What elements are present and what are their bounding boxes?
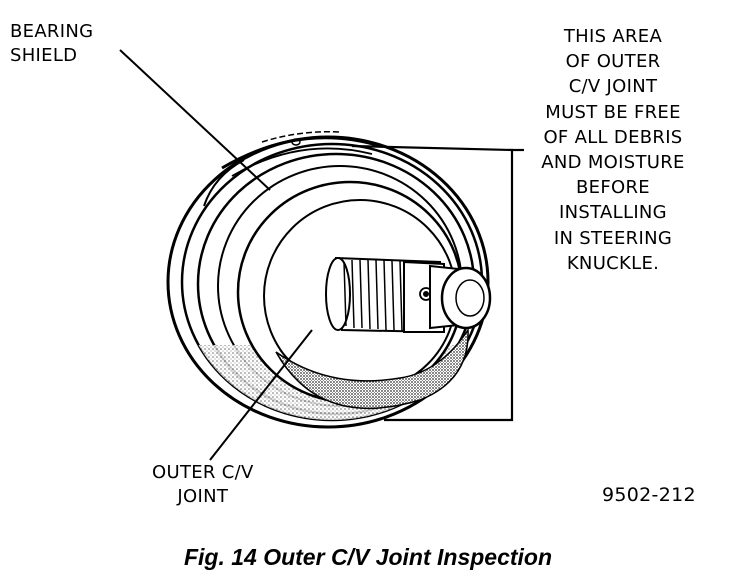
clean-area-note-line-6: AND MOISTURE bbox=[541, 152, 685, 174]
clean-area-note-line-1: THIS AREA bbox=[563, 26, 663, 47]
clean-area-note-line-7: BEFORE bbox=[576, 177, 650, 199]
bearing-shield bbox=[203, 130, 381, 207]
clean-area-note-line-5: OF ALL DEBRIS bbox=[543, 126, 683, 148]
clean-area-note-line-2: OF OUTER bbox=[565, 51, 661, 73]
clean-area-note-line-10: KNUCKLE. bbox=[566, 252, 660, 274]
clean-area-note: THIS AREA OF OUTER C/V JOINT MUST BE FRE… bbox=[520, 24, 706, 276]
bearing-shield-leader bbox=[119, 49, 271, 191]
shaft-splines bbox=[343, 259, 403, 332]
bearing-shield-label-line-2: SHIELD bbox=[10, 45, 78, 66]
lower-band-shading bbox=[275, 327, 469, 410]
shaft-stub bbox=[429, 264, 492, 330]
clean-area-note-line-3: C/V JOINT bbox=[568, 76, 658, 98]
figure-caption: Fig. 14 Outer C/V Joint Inspection bbox=[183, 544, 553, 570]
outer-cv-joint-label-line-1: OUTER C/V bbox=[152, 462, 254, 483]
splined-shaft bbox=[325, 256, 445, 334]
outer-cv-joint-label-line-2: JOINT bbox=[177, 486, 229, 507]
bearing-shield-label-line-1: BEARING bbox=[10, 21, 94, 42]
clean-area-note-line-8: INSTALLING bbox=[559, 202, 667, 224]
leader-lines bbox=[119, 49, 313, 461]
outer-cv-joint-label: OUTER C/V JOINT bbox=[152, 461, 254, 509]
clean-area-note-line-4: MUST BE FREE bbox=[545, 101, 681, 123]
clean-area-bracket bbox=[351, 144, 524, 422]
outer-cv-joint-leader bbox=[209, 329, 313, 461]
bearing-shield-label: BEARING SHIELD bbox=[10, 20, 93, 68]
clean-area-note-line-9: IN STEERING bbox=[553, 227, 673, 249]
figure-number: 9502-212 bbox=[602, 484, 696, 506]
